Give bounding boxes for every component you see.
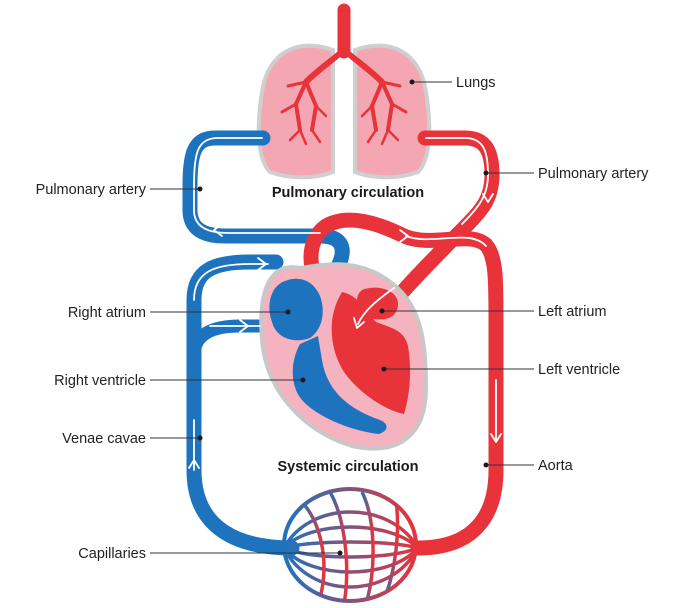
capillaries-label: Capillaries xyxy=(78,546,146,562)
right-atrium-label: Right atrium xyxy=(68,305,146,321)
right-ventricle-label: Right ventricle xyxy=(54,373,146,389)
right-atrium xyxy=(269,279,322,340)
aorta-label: Aorta xyxy=(538,458,574,474)
left-ventricle-label: Left ventricle xyxy=(538,362,620,378)
lungs-label: Lungs xyxy=(456,75,496,91)
capillaries xyxy=(284,489,418,604)
pulmonary-circulation-label: Pulmonary circulation xyxy=(272,185,424,201)
left-atrium-label: Left atrium xyxy=(538,304,607,320)
pulmonary-artery-left-label: Pulmonary artery xyxy=(36,182,147,198)
venae-cavae-label: Venae cavae xyxy=(62,431,146,447)
systemic-circulation-label: Systemic circulation xyxy=(277,459,418,475)
pulmonary-artery-right-label: Pulmonary artery xyxy=(538,166,649,182)
heart xyxy=(261,264,426,448)
